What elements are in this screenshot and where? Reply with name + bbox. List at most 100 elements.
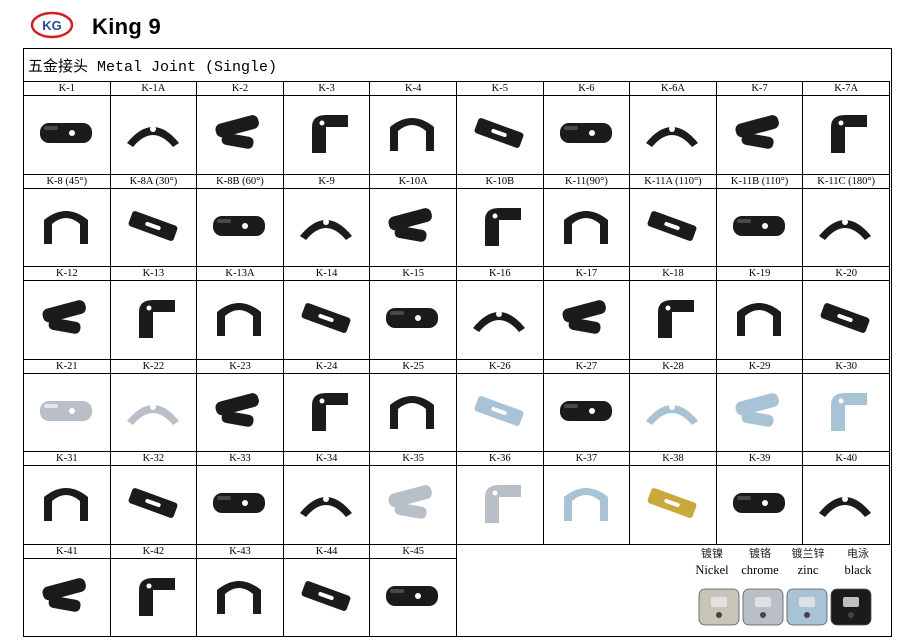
product-code: K-34 bbox=[283, 452, 370, 466]
product-photo bbox=[473, 311, 525, 332]
product-cell: K-43 bbox=[197, 544, 284, 637]
header: KG King 9 bbox=[30, 10, 330, 44]
product-code: K-36 bbox=[457, 452, 543, 466]
product-photo bbox=[563, 488, 608, 521]
product-photo bbox=[732, 215, 785, 236]
product-code: K-8A (30°) bbox=[110, 175, 197, 189]
product-code: K-6 bbox=[543, 82, 630, 96]
product-cell: K-25 bbox=[370, 359, 457, 452]
product-cell: K-11(90°) bbox=[543, 174, 631, 267]
product-photo bbox=[217, 303, 262, 336]
product-cell: K-35 bbox=[370, 452, 457, 545]
product-code: K-26 bbox=[457, 360, 543, 374]
product-code: K-44 bbox=[283, 545, 370, 559]
product-photo bbox=[217, 580, 262, 614]
product-cell: K-6A bbox=[630, 82, 717, 175]
product-cell: K-1A bbox=[110, 82, 198, 175]
finish-name-en: black bbox=[844, 563, 872, 577]
section-title: 五金接头 Metal Joint (Single) bbox=[28, 59, 278, 76]
product-photo bbox=[474, 118, 524, 148]
product-photo bbox=[311, 392, 348, 431]
product-photo bbox=[40, 400, 92, 421]
product-cell: K-33 bbox=[197, 452, 284, 545]
product-cell: K-13A bbox=[197, 267, 284, 360]
product-code: K-23 bbox=[197, 360, 283, 374]
product-photo bbox=[485, 207, 521, 246]
finish-name-cn: 电泳 bbox=[847, 547, 869, 560]
product-code: K-29 bbox=[716, 360, 803, 374]
product-photo bbox=[126, 126, 179, 147]
finish-name-en: zinc bbox=[797, 563, 819, 577]
product-code: K-22 bbox=[110, 360, 197, 374]
product-cell: K-39 bbox=[716, 452, 804, 545]
product-cell: K-34 bbox=[283, 452, 371, 545]
product-cell: K-26 bbox=[457, 359, 544, 452]
finish-option: 电泳 black bbox=[833, 545, 883, 578]
product-code: K-19 bbox=[716, 267, 803, 281]
product-cell: K-19 bbox=[716, 267, 804, 360]
product-photo bbox=[44, 210, 88, 244]
product-cell: K-44 bbox=[283, 544, 371, 637]
finish-name-cn: 镀镍 bbox=[701, 547, 723, 560]
product-photo bbox=[388, 485, 433, 519]
product-cell: K-11C (180°) bbox=[803, 174, 890, 267]
product-code: K-37 bbox=[543, 452, 630, 466]
product-cell: K-21 bbox=[24, 359, 111, 452]
finish-option: 镀兰锌 zinc bbox=[783, 545, 833, 578]
product-code: K-8 (45°) bbox=[24, 175, 110, 189]
product-code: K-16 bbox=[457, 267, 543, 281]
product-code: K-41 bbox=[24, 545, 110, 559]
product-cell: K-29 bbox=[716, 359, 804, 452]
product-cell: K-2 bbox=[197, 82, 284, 175]
product-cell: K-13 bbox=[110, 267, 198, 360]
product-cell: K-11B (110°) bbox=[716, 174, 804, 267]
product-photo bbox=[647, 210, 697, 241]
product-photo bbox=[736, 303, 781, 336]
product-photo bbox=[735, 392, 779, 427]
product-code: K-42 bbox=[110, 545, 197, 559]
product-photo bbox=[485, 485, 521, 523]
product-cell: K-12 bbox=[24, 267, 111, 360]
product-code: K-13A bbox=[197, 267, 283, 281]
finish-name-cn: 镀兰锌 bbox=[791, 547, 825, 560]
product-code: K-14 bbox=[283, 267, 370, 281]
product-cell: K-1 bbox=[24, 82, 111, 175]
product-cell: K-15 bbox=[370, 267, 457, 360]
product-cell: K-23 bbox=[197, 359, 284, 452]
product-code: K-40 bbox=[803, 452, 889, 466]
product-photo bbox=[646, 403, 699, 425]
product-code: K-10A bbox=[370, 175, 456, 189]
product-cell: K-40 bbox=[803, 452, 890, 545]
product-photo bbox=[299, 218, 352, 240]
product-code: K-9 bbox=[283, 175, 370, 189]
product-cell: K-32 bbox=[110, 452, 198, 545]
product-cell: K-38 bbox=[630, 452, 717, 545]
product-cell: K-9 bbox=[283, 174, 371, 267]
product-photo bbox=[559, 123, 612, 143]
product-photo bbox=[390, 118, 435, 151]
product-photo bbox=[128, 210, 178, 241]
product-photo bbox=[42, 577, 86, 612]
product-photo bbox=[44, 488, 88, 521]
product-cell: K-7A bbox=[803, 82, 890, 175]
product-cell: K-37 bbox=[543, 452, 631, 545]
product-photo bbox=[390, 395, 435, 429]
product-photo bbox=[301, 580, 351, 611]
product-code: K-17 bbox=[543, 267, 630, 281]
product-photo bbox=[562, 300, 606, 334]
product-cell: K-36 bbox=[457, 452, 544, 545]
product-code: K-21 bbox=[24, 360, 110, 374]
product-code: K-13 bbox=[110, 267, 197, 281]
product-photo bbox=[128, 488, 178, 518]
product-code: K-38 bbox=[630, 452, 716, 466]
product-photo bbox=[820, 303, 870, 333]
product-code: K-31 bbox=[24, 452, 110, 466]
product-code: K-35 bbox=[370, 452, 456, 466]
product-code: K-1 bbox=[24, 82, 110, 96]
product-code: K-5 bbox=[457, 82, 543, 96]
product-cell: K-6 bbox=[543, 82, 631, 175]
product-photo bbox=[658, 300, 695, 338]
